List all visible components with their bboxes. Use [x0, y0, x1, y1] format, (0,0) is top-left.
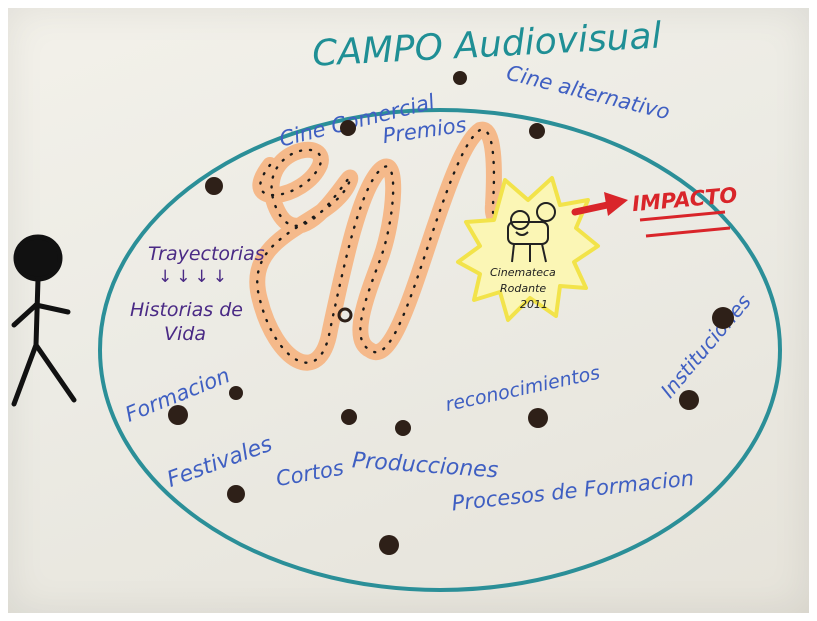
label-festivales: Festivales — [164, 432, 276, 493]
orange-trajectory-path — [249, 121, 508, 371]
projector-mascot-icon — [507, 202, 556, 263]
dot — [227, 485, 245, 503]
field-ellipse — [98, 108, 782, 592]
label-arrows-row: ↓↓↓↓ — [158, 267, 231, 287]
impact-arrow — [571, 192, 628, 216]
dot — [528, 408, 548, 428]
dot — [453, 71, 467, 85]
cinemateca-burst — [456, 176, 600, 322]
impacto-underline-2 — [645, 226, 731, 238]
dot — [205, 177, 223, 195]
dot — [341, 409, 357, 425]
dots-group — [168, 71, 734, 555]
dot — [168, 405, 188, 425]
dot — [529, 123, 545, 139]
label-trayectorias: Trayectorias — [148, 243, 265, 265]
dot — [340, 120, 356, 136]
stick-figure — [11, 234, 77, 407]
cinemateca-line2: Rodante — [500, 282, 546, 295]
title-text: CAMPO Audiovisual — [311, 15, 662, 74]
label-vida: Vida — [164, 323, 206, 345]
label-reconocimientos: reconocimientos — [443, 362, 602, 416]
impacto-underline-1 — [639, 210, 726, 222]
label-instituciones: Instituciones — [656, 290, 756, 403]
dot — [679, 390, 699, 410]
dot — [395, 420, 411, 436]
dot — [337, 307, 353, 323]
label-cortos: Cortos — [274, 456, 345, 491]
dot — [229, 386, 243, 400]
label-producciones: Producciones — [351, 448, 499, 483]
label-historias-de: Historias de — [130, 299, 243, 321]
label-cine-alternativo: Cine alternativo — [504, 61, 672, 125]
dot — [379, 535, 399, 555]
dot — [712, 307, 734, 329]
cinemateca-line1: Cinemateca — [490, 266, 556, 279]
cinemateca-line3: 2011 — [520, 298, 548, 311]
